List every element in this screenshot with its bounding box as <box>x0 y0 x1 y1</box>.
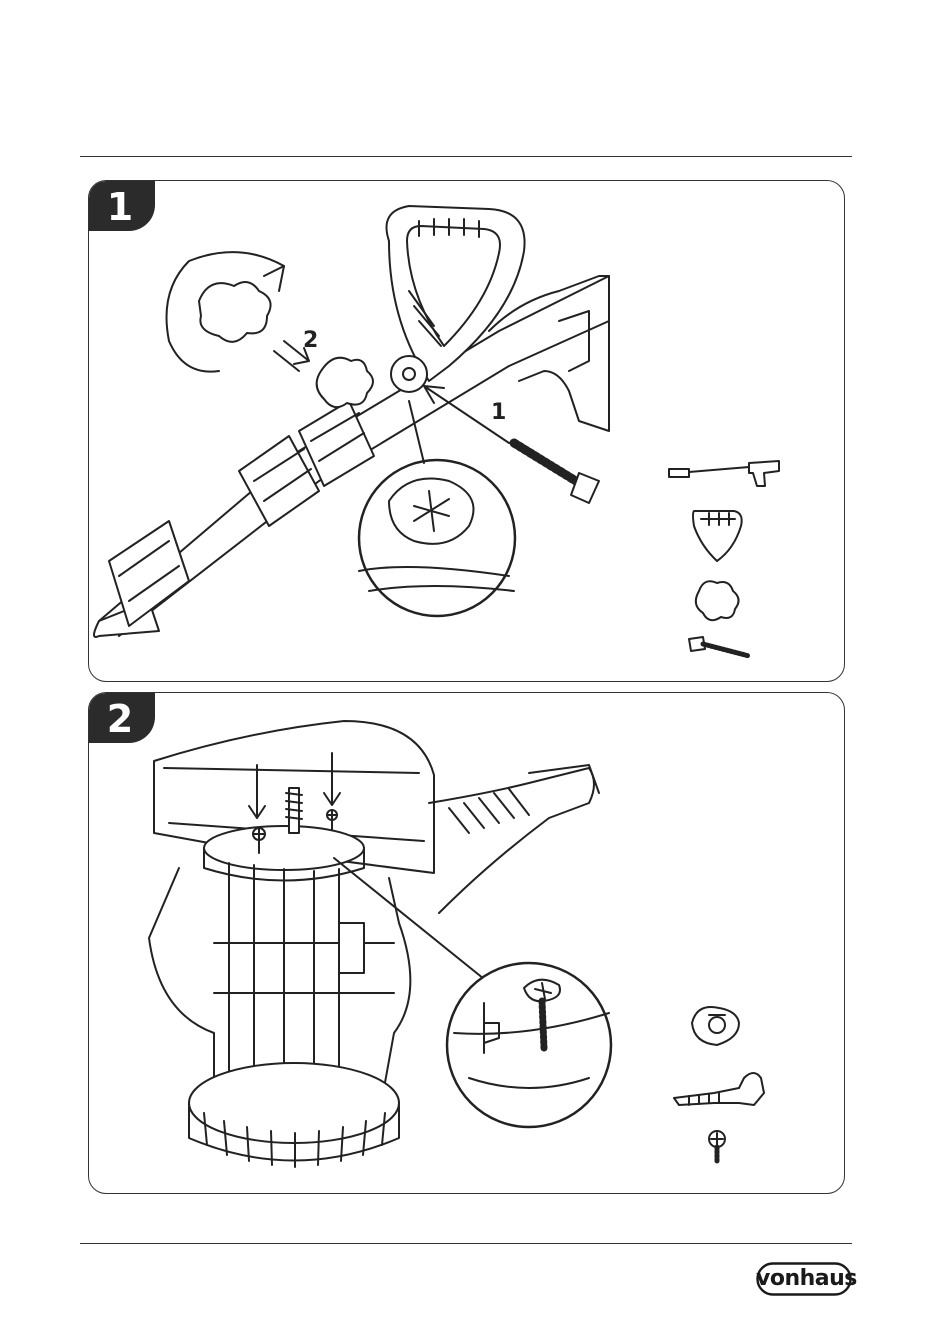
step-2-panel: 2 <box>88 692 845 1194</box>
part-hose-fitting <box>674 1073 764 1105</box>
callout-2: 2 <box>303 328 318 353</box>
brand-logo-text: vonhaus <box>756 1262 852 1296</box>
part-knob <box>696 581 739 620</box>
part-bolt <box>689 637 749 656</box>
part-plate <box>692 1007 739 1045</box>
step-2-illustration <box>89 693 845 1194</box>
part-lance-gun <box>669 461 779 486</box>
callout-1: 1 <box>491 400 506 425</box>
part-handle <box>693 511 742 561</box>
step-1-illustration: 2 1 <box>89 181 845 682</box>
brand-logo: vonhaus <box>756 1262 852 1296</box>
footer-rule <box>80 1243 852 1244</box>
part-screw <box>709 1131 725 1163</box>
header-rule <box>80 156 852 157</box>
step-1-panel: 1 <box>88 180 845 682</box>
